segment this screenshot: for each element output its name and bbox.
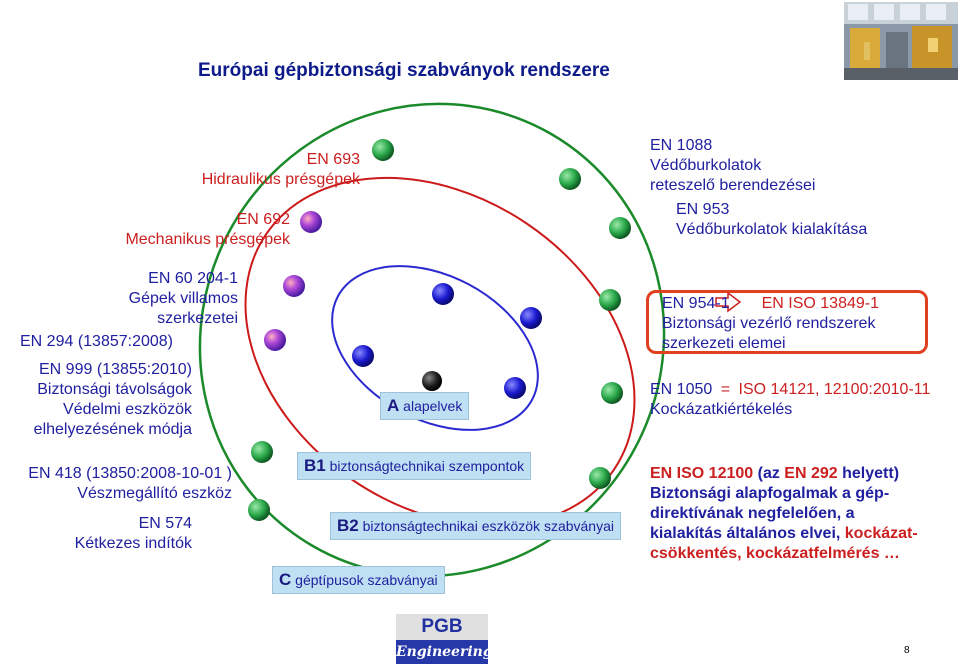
orbit-b2 bbox=[244, 176, 636, 528]
orbit-c bbox=[198, 102, 666, 578]
pgb-logo: PGB Engineering bbox=[396, 614, 493, 664]
label-en294: EN 294 (13857:2008) bbox=[20, 333, 173, 350]
label-en692: EN 692 Mechanikus présgépek bbox=[125, 211, 290, 248]
label-en574: EN 574 Kétkezes indítók bbox=[74, 515, 192, 552]
logo-top: PGB bbox=[396, 614, 488, 640]
page-number: 8 bbox=[904, 645, 910, 656]
node-en954 bbox=[599, 289, 621, 311]
node-en692 bbox=[300, 211, 322, 233]
node-en574 bbox=[248, 499, 270, 521]
node-en1050 bbox=[601, 382, 623, 404]
label-en999: EN 999 (13855:2010) Biztonsági távolságo… bbox=[33, 361, 192, 438]
node-en418 bbox=[251, 441, 273, 463]
level-c-box: C géptípusok szabványai bbox=[272, 566, 445, 594]
level-b1-box: B1 biztonságtechnikai szempontok bbox=[297, 452, 532, 480]
node-blue-2 bbox=[520, 307, 542, 329]
highlight-box bbox=[646, 290, 928, 354]
node-iso12100 bbox=[589, 467, 611, 489]
label-en60204: EN 60 204-1 Gépek villamos szerkezetei bbox=[128, 270, 238, 327]
label-en418: EN 418 (13850:2008-10-01 ) Vészmegállító… bbox=[28, 465, 232, 502]
label-en693: EN 693 Hidraulikus présgépek bbox=[201, 151, 360, 188]
factory-photo bbox=[844, 2, 958, 80]
page-title: Európai gépbiztonsági szabványok rendsze… bbox=[198, 60, 610, 81]
logo-bottom: Engineering bbox=[396, 640, 493, 664]
node-center bbox=[422, 371, 442, 391]
label-en1088: EN 1088 Védőburkolatok reteszelő berende… bbox=[650, 137, 816, 194]
node-blue-1 bbox=[432, 283, 454, 305]
node-blue-4 bbox=[504, 377, 526, 399]
level-b2-box: B2 biztonságtechnikai eszközök szabványa… bbox=[330, 512, 621, 540]
label-en1050: EN 1050 = ISO 14121, 12100:2010-11 Kocká… bbox=[650, 381, 931, 418]
node-en1088 bbox=[559, 168, 581, 190]
node-en999 bbox=[264, 329, 286, 351]
level-a-box: A alapelvek bbox=[380, 392, 470, 420]
label-iso12100: EN ISO 12100 (az EN 292 helyett) Biztons… bbox=[650, 465, 918, 562]
label-en953: EN 953 Védőburkolatok kialakítása bbox=[676, 201, 868, 238]
node-en60204 bbox=[283, 275, 305, 297]
orbit-b1 bbox=[331, 265, 539, 431]
node-blue-3 bbox=[352, 345, 374, 367]
arrow-right-icon bbox=[715, 291, 742, 313]
node-en953 bbox=[609, 217, 631, 239]
node-en693 bbox=[372, 139, 394, 161]
